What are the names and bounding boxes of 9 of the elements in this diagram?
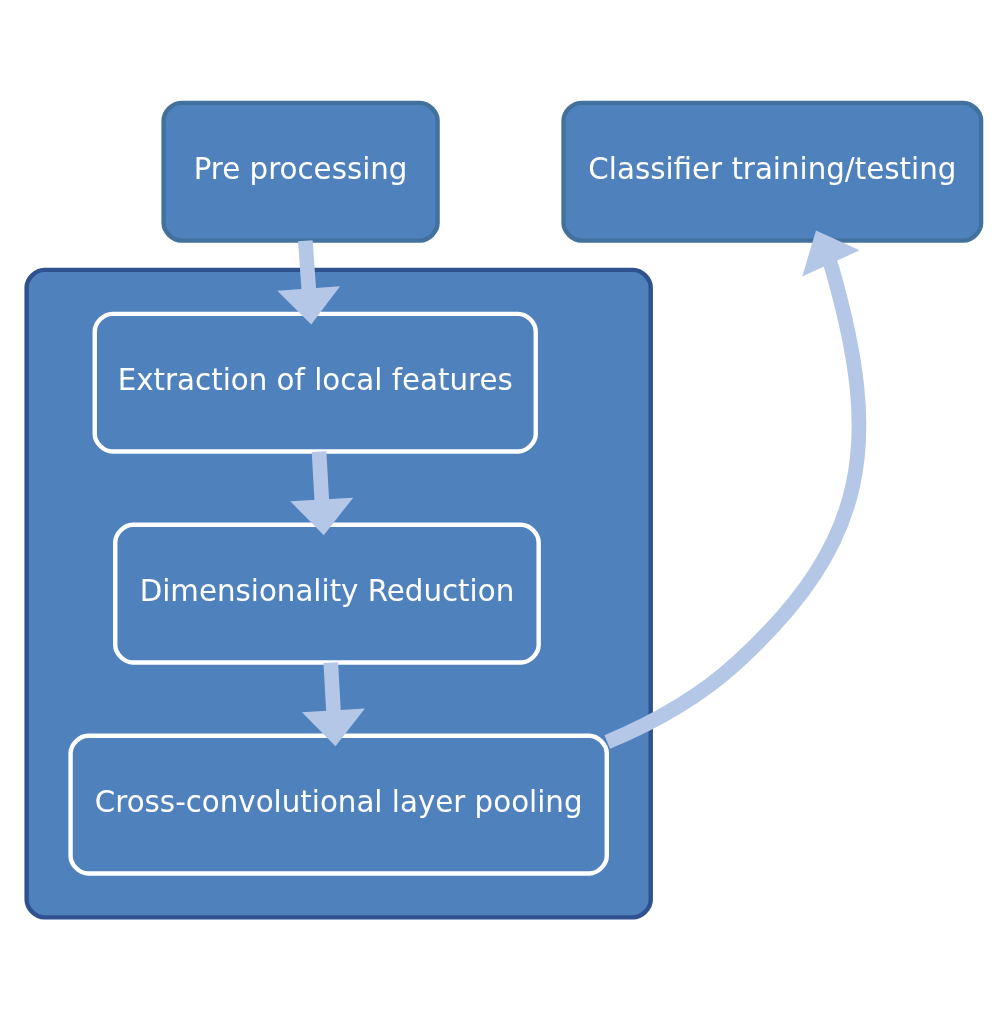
node-box: Dimensionality Reduction [112, 522, 541, 665]
arrow [289, 451, 353, 536]
node-box: Pre processing [160, 100, 440, 243]
arrow [276, 240, 340, 325]
cluster [23, 267, 653, 920]
node-box: Extraction of local features [92, 311, 538, 454]
node-box: Cross-convolutional layer pooling [67, 733, 609, 876]
node-box: Classifier training/testing [560, 100, 983, 243]
arrow [301, 662, 365, 747]
